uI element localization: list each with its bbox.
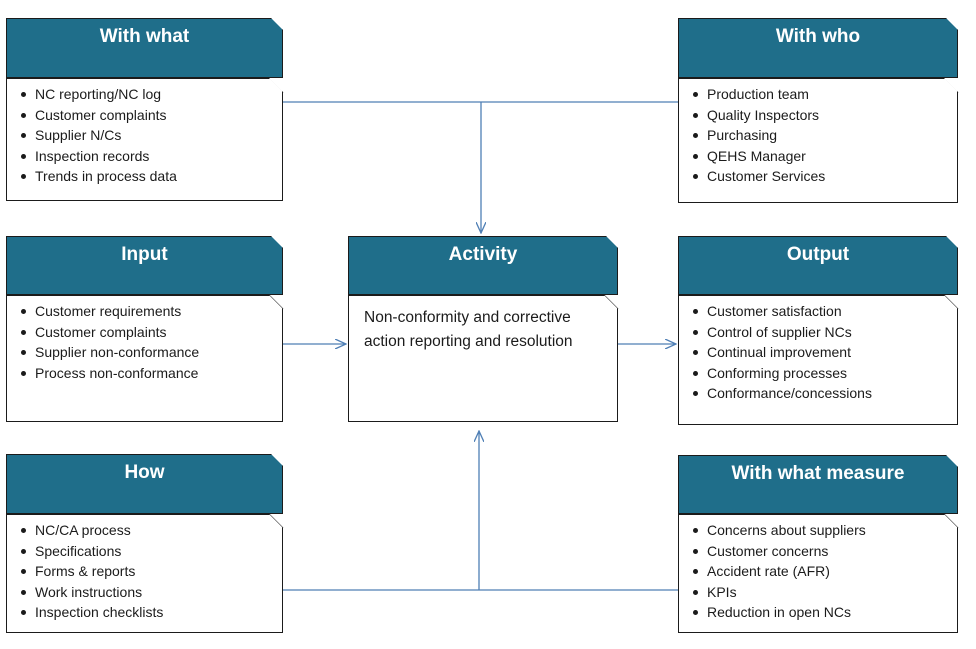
with-who-list: Production team Quality Inspectors Purch… [679, 79, 957, 187]
list-item: Customer satisfaction [691, 301, 957, 322]
output-list: Customer satisfaction Control of supplie… [679, 296, 957, 404]
input-box: Customer requirements Customer complaint… [6, 295, 283, 422]
list-item: Customer concerns [691, 541, 957, 562]
output-box: Customer satisfaction Control of supplie… [678, 295, 958, 425]
with-what-measure-box: Concerns about suppliers Customer concer… [678, 514, 958, 633]
list-item: NC reporting/NC log [19, 84, 282, 105]
list-item: Process non-conformance [19, 363, 282, 384]
list-item: KPIs [691, 582, 957, 603]
list-item: Customer complaints [19, 322, 282, 343]
activity-header: Activity [348, 236, 618, 295]
with-who-header: With who [678, 18, 958, 78]
how-list: NC/CA process Specifications Forms & rep… [7, 515, 282, 623]
list-item: Customer complaints [19, 105, 282, 126]
with-what-measure-list: Concerns about suppliers Customer concer… [679, 515, 957, 623]
list-item: Continual improvement [691, 342, 957, 363]
list-item: NC/CA process [19, 520, 282, 541]
with-what-title: With what [99, 26, 190, 47]
list-item: Inspection checklists [19, 602, 282, 623]
list-item: Conforming processes [691, 363, 957, 384]
with-what-box: NC reporting/NC log Customer complaints … [6, 78, 283, 201]
activity-description: Non-conformity and corrective action rep… [348, 306, 618, 354]
list-item: QEHS Manager [691, 146, 957, 167]
input-list: Customer requirements Customer complaint… [7, 296, 282, 383]
activity-text-line-2: action reporting and resolution [364, 333, 573, 350]
input-title: Input [121, 244, 168, 265]
with-what-header: With what [6, 18, 283, 78]
list-item: Quality Inspectors [691, 105, 957, 126]
with-what-measure-title: With what measure [731, 463, 905, 484]
activity-box [348, 295, 618, 422]
with-what-measure-header: With what measure [678, 455, 958, 514]
list-item: Conformance/concessions [691, 383, 957, 404]
how-title: How [124, 462, 165, 483]
with-who-title: With who [775, 26, 861, 47]
activity-text-line-1: Non-conformity and corrective [364, 309, 571, 326]
how-box: NC/CA process Specifications Forms & rep… [6, 514, 283, 633]
list-item: Forms & reports [19, 561, 282, 582]
list-item: Work instructions [19, 582, 282, 603]
output-title: Output [786, 244, 850, 265]
how-header: How [6, 454, 283, 514]
list-item: Inspection records [19, 146, 282, 167]
with-who-box: Production team Quality Inspectors Purch… [678, 78, 958, 203]
list-item: Control of supplier NCs [691, 322, 957, 343]
output-header: Output [678, 236, 958, 295]
input-header: Input [6, 236, 283, 295]
list-item: Accident rate (AFR) [691, 561, 957, 582]
list-item: Concerns about suppliers [691, 520, 957, 541]
list-item: Reduction in open NCs [691, 602, 957, 623]
list-item: Production team [691, 84, 957, 105]
list-item: Purchasing [691, 125, 957, 146]
list-item: Trends in process data [19, 166, 282, 187]
activity-title: Activity [448, 244, 518, 265]
list-item: Supplier non-conformance [19, 342, 282, 363]
list-item: Supplier N/Cs [19, 125, 282, 146]
list-item: Customer requirements [19, 301, 282, 322]
with-what-list: NC reporting/NC log Customer complaints … [7, 79, 282, 187]
list-item: Specifications [19, 541, 282, 562]
list-item: Customer Services [691, 166, 957, 187]
